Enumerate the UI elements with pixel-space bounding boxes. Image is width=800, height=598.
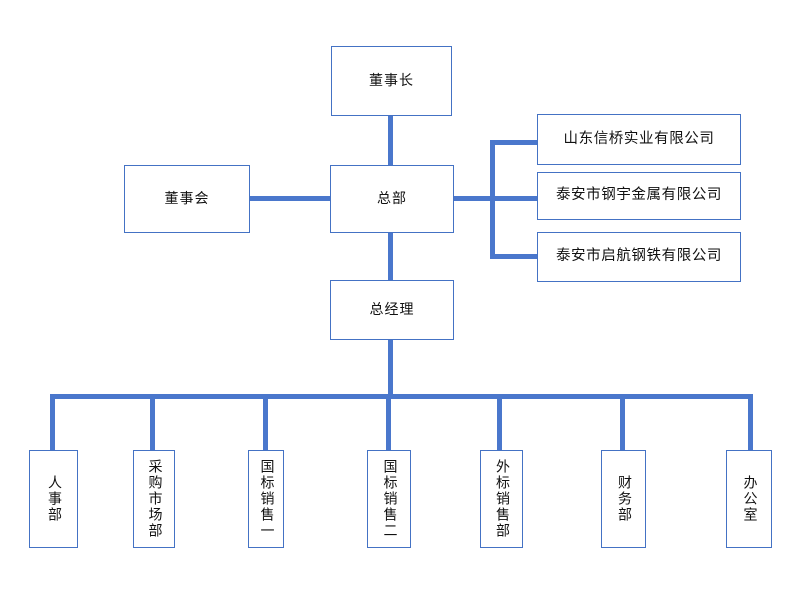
- node-board-of-directors[interactable]: 董事会: [124, 165, 250, 233]
- node-department-4[interactable]: 国标销售二: [367, 450, 411, 548]
- connector-subsidiary-arm-2: [490, 196, 539, 201]
- connector-department-bus: [50, 394, 753, 399]
- connector-drop-department-6: [620, 394, 625, 451]
- node-department-7[interactable]: 办公室: [726, 450, 772, 548]
- connector-subsidiary-arm-3: [490, 254, 539, 259]
- node-subsidiary-1-label: 山东信桥实业有限公司: [563, 130, 715, 147]
- node-department-6[interactable]: 财务部: [601, 450, 646, 548]
- node-subsidiary-1[interactable]: 山东信桥实业有限公司: [537, 114, 741, 165]
- node-department-5-label: 外标销售部: [493, 459, 510, 539]
- node-chairman-label: 董事长: [369, 72, 414, 89]
- node-department-1[interactable]: 人事部: [29, 450, 78, 548]
- node-headquarters-label: 总部: [377, 190, 407, 207]
- node-headquarters[interactable]: 总部: [330, 165, 454, 233]
- connector-drop-department-5: [497, 394, 502, 451]
- connector-hq-to-subsidiary-bracket: [453, 196, 495, 201]
- connector-drop-department-2: [150, 394, 155, 451]
- connector-drop-department-4: [386, 394, 391, 451]
- connector-drop-department-7: [748, 394, 753, 451]
- node-department-7-label: 办公室: [741, 475, 758, 523]
- node-department-2[interactable]: 采购市场部: [133, 450, 175, 548]
- node-subsidiary-3[interactable]: 泰安市启航钢铁有限公司: [537, 232, 741, 282]
- node-general-manager-label: 总经理: [369, 301, 415, 318]
- node-department-3-label: 国标销售一: [258, 459, 275, 539]
- node-subsidiary-2-label: 泰安市钢宇金属有限公司: [555, 187, 723, 204]
- connector-board-to-hq: [249, 196, 330, 201]
- node-department-5[interactable]: 外标销售部: [480, 450, 523, 548]
- node-department-2-label: 采购市场部: [146, 459, 163, 539]
- node-department-3[interactable]: 国标销售一: [248, 450, 284, 548]
- connector-drop-department-3: [263, 394, 268, 451]
- node-general-manager[interactable]: 总经理: [330, 280, 454, 340]
- connector-gm-to-bus: [388, 340, 393, 399]
- connector-drop-department-1: [50, 394, 55, 451]
- node-subsidiary-3-label: 泰安市启航钢铁有限公司: [555, 248, 723, 265]
- node-subsidiary-2[interactable]: 泰安市钢宇金属有限公司: [537, 172, 741, 220]
- connector-hq-to-gm: [388, 232, 393, 280]
- node-board-of-directors-label: 董事会: [164, 190, 210, 207]
- node-chairman[interactable]: 董事长: [331, 46, 452, 116]
- node-department-1-label: 人事部: [45, 475, 62, 523]
- node-department-6-label: 财务部: [615, 475, 632, 523]
- connector-chairman-to-hq: [388, 116, 393, 165]
- node-department-4-label: 国标销售二: [381, 459, 398, 539]
- connector-subsidiary-arm-1: [490, 140, 539, 145]
